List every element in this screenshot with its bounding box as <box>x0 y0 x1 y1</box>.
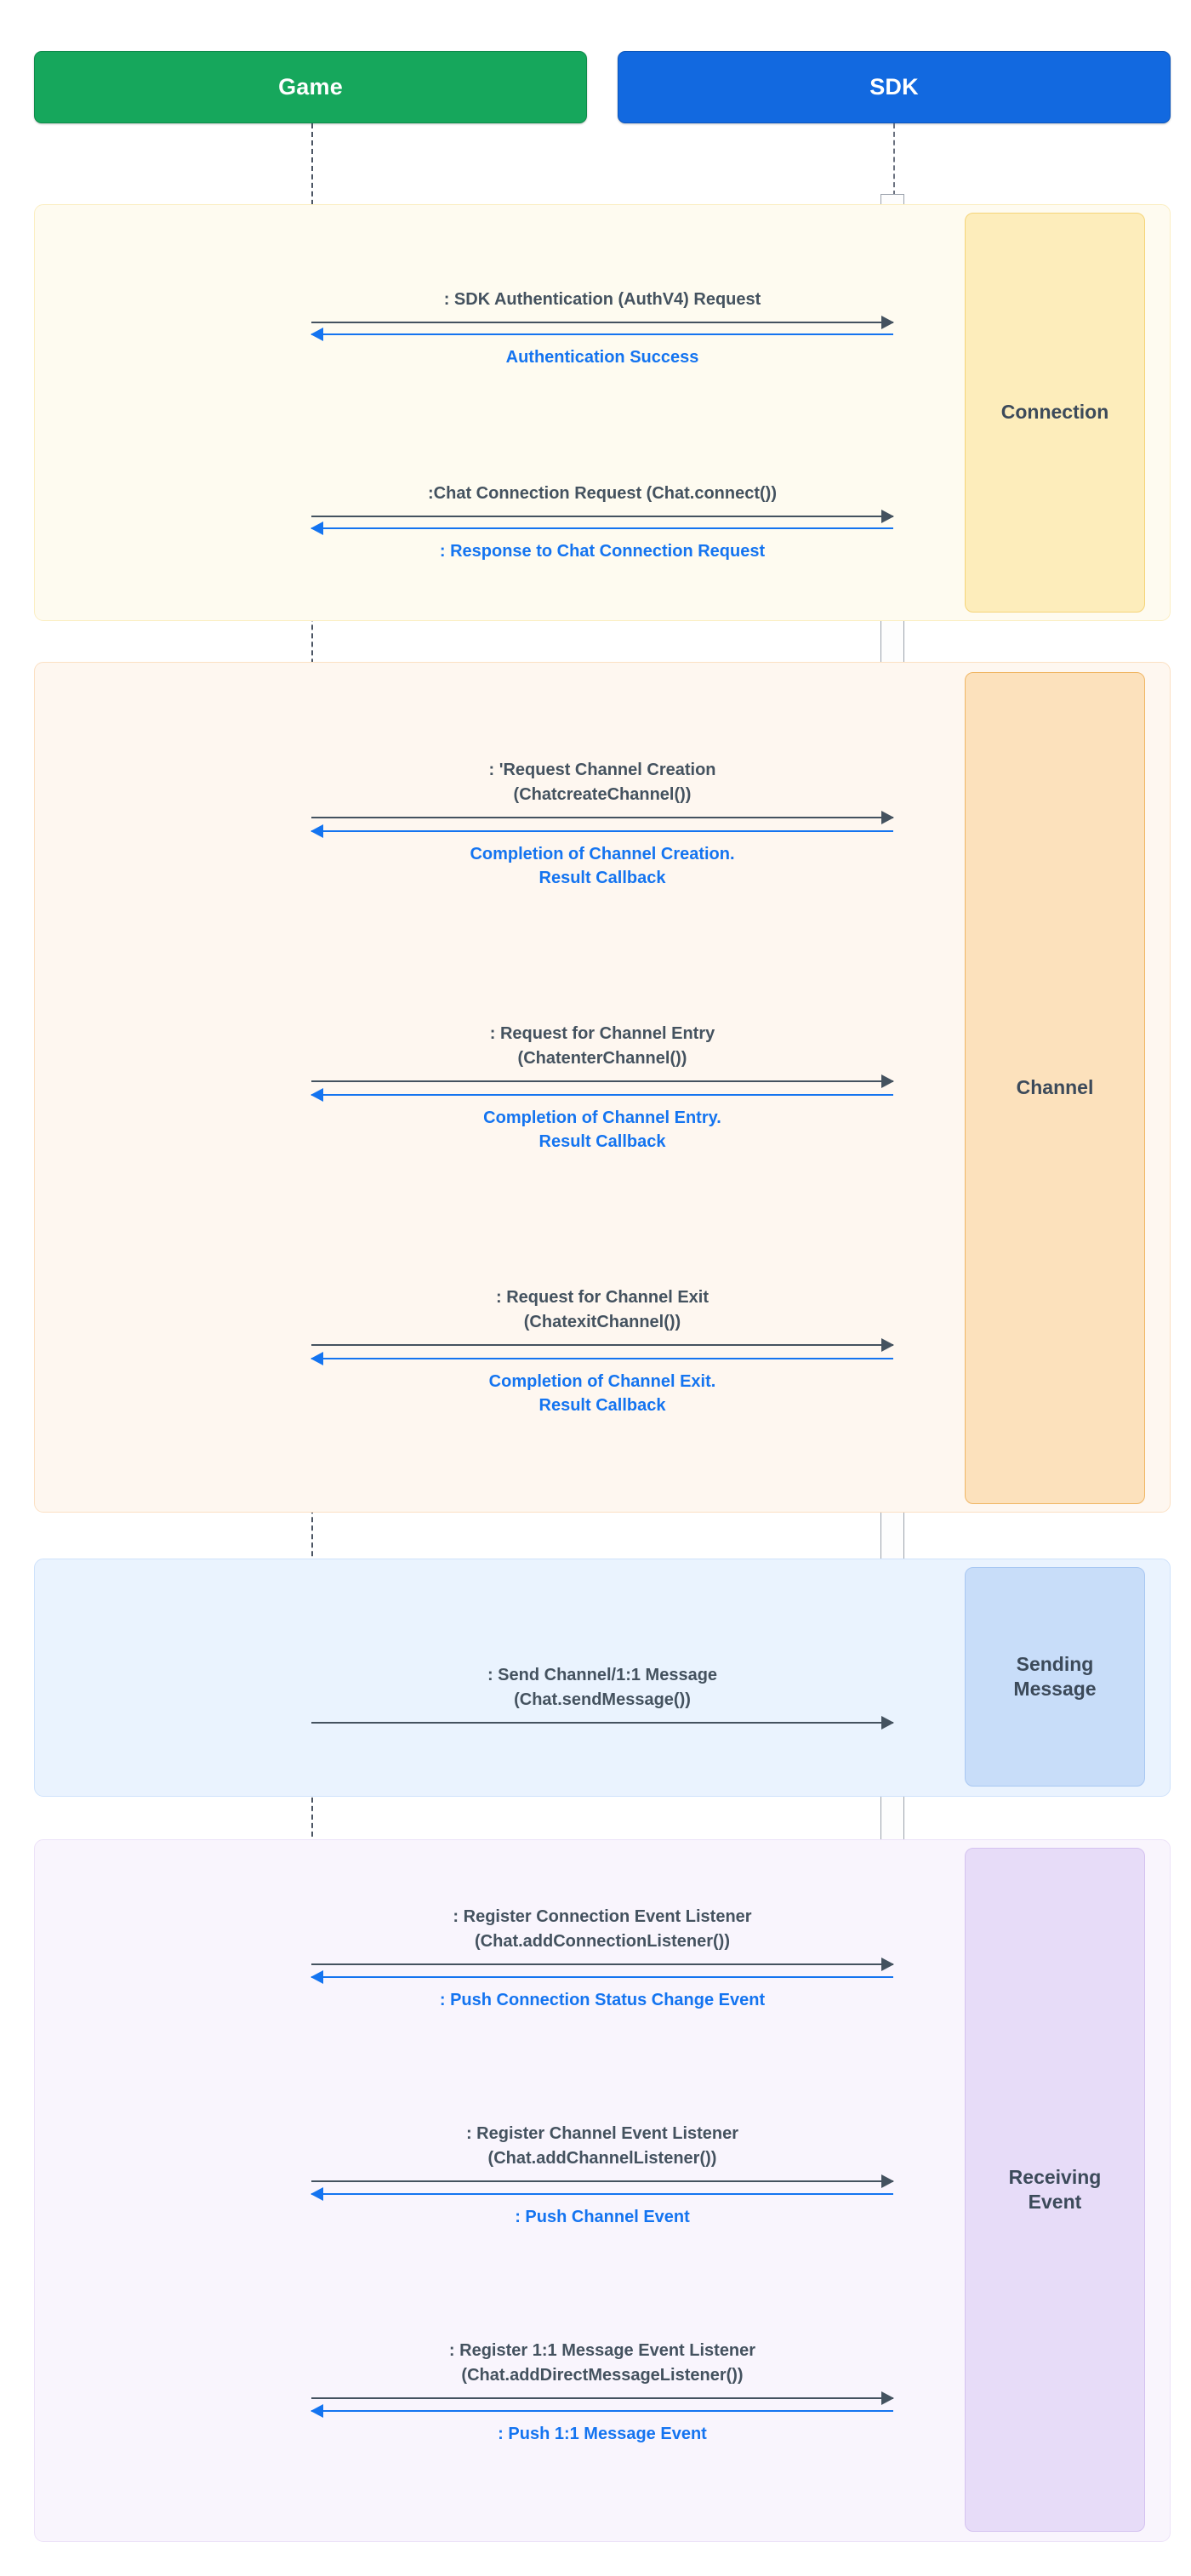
message-push-channel-event: : Push Channel Event <box>311 2187 893 2261</box>
arrow-shaft <box>311 322 893 323</box>
arrow-shaft <box>311 817 893 818</box>
message-add-connection-listener-request: : Register Connection Event Listener (Ch… <box>311 1872 894 1971</box>
message-auth-success: Authentication Success <box>311 328 893 402</box>
message-exit-channel-request: : Request for Channel Exit (ChatexitChan… <box>311 1242 894 1352</box>
arrow-shaft <box>311 1722 893 1724</box>
message-add-channel-listener-request: : Register Channel Event Listener (Chat.… <box>311 2089 894 2188</box>
message-chat-connect-response: : Response to Chat Connection Request <box>311 521 893 596</box>
phase-label-channel: Channel <box>965 672 1145 1504</box>
actor-box-game[interactable]: Game <box>34 51 587 123</box>
message-caption: : Request for Channel Entry (ChatenterCh… <box>489 1024 715 1068</box>
arrow-head-left-icon <box>311 1088 323 1102</box>
arrow-head-left-icon <box>311 2404 323 2418</box>
message-caption: : Register Connection Event Listener (Ch… <box>453 1907 752 1951</box>
message-create-channel-callback: Completion of Channel Creation. Result C… <box>311 824 893 934</box>
message-caption: :Chat Connection Request (Chat.connect()… <box>428 483 777 503</box>
phase-label-sending-message-text: Sending Message <box>1013 1652 1097 1700</box>
message-caption: : Push Channel Event <box>515 2208 690 2226</box>
arrow-head-right-icon <box>881 316 894 329</box>
phase-label-connection: Connection <box>965 213 1145 613</box>
arrow-head-right-icon <box>881 2174 894 2188</box>
message-caption: Completion of Channel Entry. Result Call… <box>483 1108 721 1152</box>
message-caption: : Push Connection Status Change Event <box>439 1991 766 2009</box>
message-caption: Completion of Channel Exit. Result Callb… <box>488 1372 716 1416</box>
actor-box-sdk[interactable]: SDK <box>618 51 1171 123</box>
message-auth-request: : SDK Authentication (AuthV4) Request <box>311 255 894 329</box>
arrow-head-right-icon <box>881 1958 894 1971</box>
arrow-head-left-icon <box>311 328 323 341</box>
arrow-shaft <box>311 527 893 529</box>
arrow-shaft <box>311 333 893 335</box>
actor-label-sdk: SDK <box>869 74 919 100</box>
arrow-shaft <box>311 1080 893 1082</box>
arrow-head-left-icon <box>311 2187 323 2201</box>
phase-label-channel-text: Channel <box>1016 1076 1094 1099</box>
message-caption: : Register Channel Event Listener (Chat.… <box>465 2124 739 2168</box>
arrow-shaft <box>311 516 893 517</box>
message-send-message-request: : Send Channel/1:1 Message (Chat.sendMes… <box>311 1620 894 1730</box>
arrow-head-right-icon <box>881 811 894 824</box>
message-add-direct-message-listener-request: : Register 1:1 Message Event Listener (C… <box>311 2305 894 2405</box>
actor-label-game: Game <box>278 74 343 100</box>
message-caption: : SDK Authentication (AuthV4) Request <box>443 289 761 309</box>
phase-label-receiving-event-text: Receiving Event <box>1008 2165 1102 2213</box>
arrow-shaft <box>311 1094 893 1096</box>
message-caption: Completion of Channel Creation. Result C… <box>470 845 735 888</box>
message-caption: : Push 1:1 Message Event <box>498 2425 707 2443</box>
arrow-shaft <box>311 2410 893 2412</box>
message-caption: : Request for Channel Exit (ChatexitChan… <box>495 1288 709 1331</box>
arrow-head-left-icon <box>311 521 323 535</box>
arrow-head-right-icon <box>881 510 894 523</box>
arrow-shaft <box>311 1344 893 1346</box>
message-push-direct-message-event: : Push 1:1 Message Event <box>311 2404 893 2478</box>
message-caption: : Send Channel/1:1 Message (Chat.sendMes… <box>487 1666 718 1709</box>
message-exit-channel-callback: Completion of Channel Exit. Result Callb… <box>311 1352 893 1462</box>
arrow-head-right-icon <box>881 1338 894 1352</box>
arrow-shaft <box>311 830 893 832</box>
arrow-shaft <box>311 2193 893 2195</box>
arrow-head-left-icon <box>311 1970 323 1984</box>
phase-label-connection-text: Connection <box>1000 401 1109 424</box>
arrow-shaft <box>311 2180 893 2182</box>
arrow-head-right-icon <box>881 1716 894 1730</box>
phase-label-sending-message: Sending Message <box>965 1567 1145 1787</box>
message-caption: : 'Request Channel Creation (ChatcreateC… <box>488 761 716 804</box>
arrow-shaft <box>311 1358 893 1359</box>
message-chat-connect-request: :Chat Connection Request (Chat.connect()… <box>311 449 894 523</box>
lifeline-sdk-top-stub <box>893 123 895 196</box>
arrow-shaft <box>311 1963 893 1965</box>
arrow-head-left-icon <box>311 1352 323 1365</box>
message-push-connection-status-event: : Push Connection Status Change Event <box>311 1970 893 2044</box>
phase-label-receiving-event: Receiving Event <box>965 1848 1145 2532</box>
message-caption: Authentication Success <box>505 348 699 367</box>
message-enter-channel-request: : Request for Channel Entry (ChatenterCh… <box>311 978 894 1088</box>
arrow-head-right-icon <box>881 2391 894 2405</box>
arrow-head-right-icon <box>881 1074 894 1088</box>
message-caption: : Register 1:1 Message Event Listener (C… <box>448 2341 756 2385</box>
message-create-channel-request: : 'Request Channel Creation (ChatcreateC… <box>311 715 894 824</box>
message-enter-channel-callback: Completion of Channel Entry. Result Call… <box>311 1088 893 1198</box>
message-caption: : Response to Chat Connection Request <box>439 542 766 561</box>
arrow-shaft <box>311 2397 893 2399</box>
arrow-head-left-icon <box>311 824 323 838</box>
arrow-shaft <box>311 1976 893 1978</box>
